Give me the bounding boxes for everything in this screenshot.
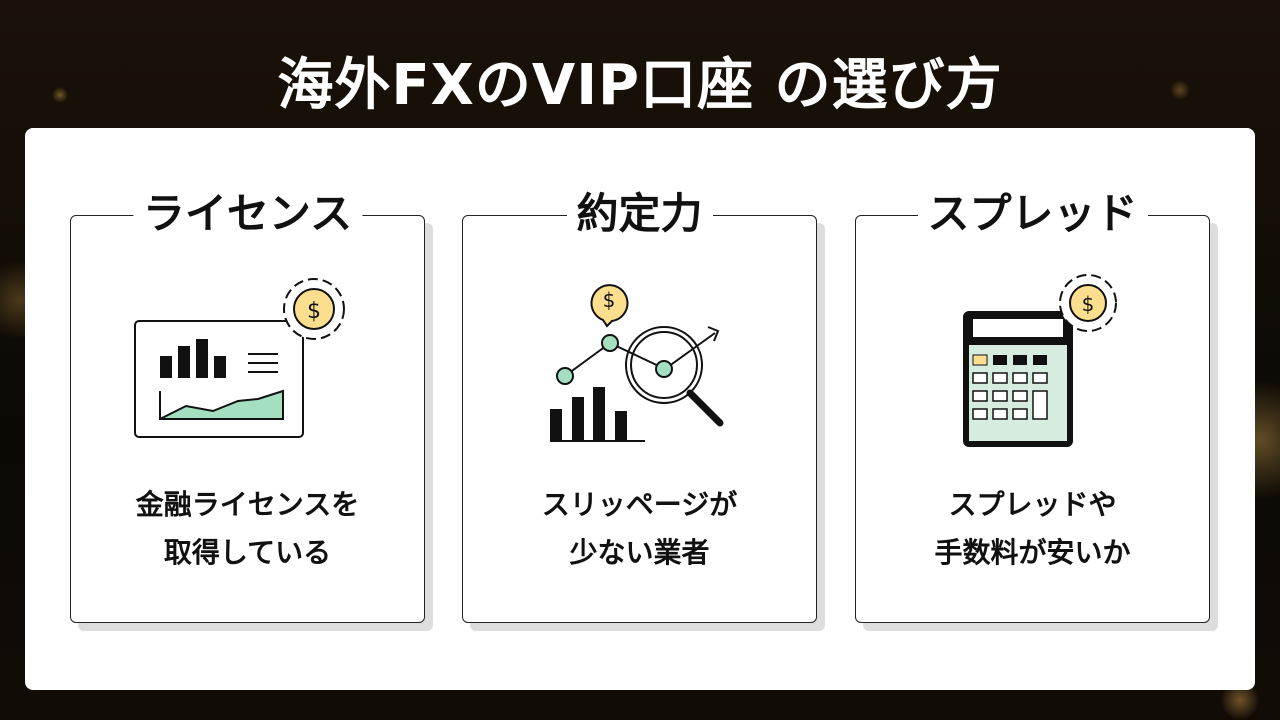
card-title: 約定力 xyxy=(566,180,713,241)
card-description: 金融ライセンスを 取得している xyxy=(71,481,424,577)
card-title: スプレッド xyxy=(917,180,1148,241)
card-title: ライセンス xyxy=(132,180,363,241)
magnifier-chart-icon: $ xyxy=(549,284,723,442)
chart-dashboard-gear-icon: $ xyxy=(133,278,345,438)
desc-line: 取得している xyxy=(163,536,332,569)
svg-text:$: $ xyxy=(307,299,321,324)
card-license: ライセンス $ 金融ライセンスを 取得している xyxy=(70,180,425,623)
calculator-gear-icon: $ xyxy=(962,274,1117,447)
desc-line: 金融ライセンスを xyxy=(135,488,360,521)
page-title: 海外FXのVIP口座 の選び方 xyxy=(277,53,1003,118)
desc-line: 手数料が安いか xyxy=(934,536,1131,569)
desc-line: スプレッドや xyxy=(948,488,1117,521)
desc-line: スリッページが xyxy=(541,488,738,521)
card-execution: 約定力 $ スリッページが 少ない業者 xyxy=(462,180,817,623)
card-spread: スプレッド $ スプレッドや 手数料が安いか xyxy=(855,180,1210,623)
svg-text:$: $ xyxy=(602,288,615,312)
card-description: スプレッドや 手数料が安いか xyxy=(856,481,1209,577)
desc-line: 少ない業者 xyxy=(569,536,710,569)
card-description: スリッページが 少ない業者 xyxy=(463,481,816,577)
svg-text:$: $ xyxy=(1081,292,1094,316)
